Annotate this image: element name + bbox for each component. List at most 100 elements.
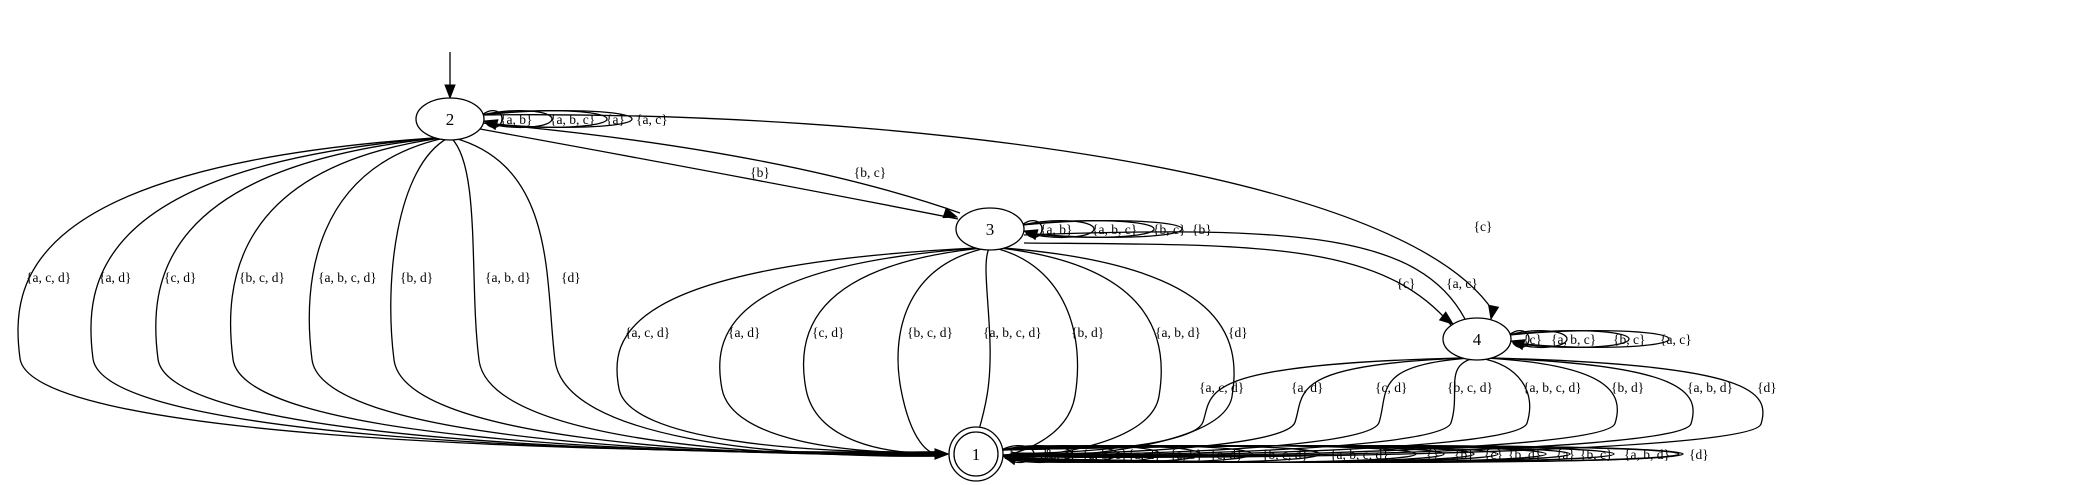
edge-2-to-1 [229,137,940,455]
state-2-label: 2 [446,110,455,129]
arrow-self-2 [482,119,499,131]
edge-4-to-1 [1012,357,1694,458]
edge-label-2-to-1: {a, d} [99,270,131,285]
edge-label-2-to-1: {b, d} [400,270,433,285]
edge-3-to-1 [994,247,1079,457]
edge-label-2-to-1: {c, d} [164,270,196,285]
edge-2-to-3 [481,122,961,214]
edge-4-to-1 [1012,357,1466,455]
self-loop-4 [1508,330,1568,349]
self-loop-label-4: {a, c} [1660,332,1692,347]
edge-label-3-to-1: {d} [1228,325,1248,340]
edge-label-3-to-1: {a, c, d} [625,325,670,340]
edge-label-3-to-4: {a, c} [1446,276,1478,291]
self-loop-label-4: {a, b, c} [1551,332,1596,347]
edge-4-to-1 [1012,357,1461,454]
self-loop-label-2: {a} [606,112,625,127]
edge-label-3-to-4: {c} [1397,276,1416,291]
self-loop-label-1: {a, b} [1170,447,1202,462]
arrow-into-4-from-2 [1488,304,1500,321]
edge-label-3-to-1: {a, d} [728,325,760,340]
edge-label-4-to-1: {a, c, d} [1199,380,1244,395]
edge-label-2-to-1: {a, c, d} [26,270,71,285]
self-loop-label-1: {a, c} [1044,447,1076,462]
edge-4-to-1 [1012,357,1618,457]
edge-label-4-to-1: {b, d} [1611,380,1644,395]
state-2-shape [415,97,485,141]
self-loop-label-1: {c, d} [1210,447,1242,462]
self-loop-label-3: {b} [1192,222,1212,237]
edge-label-4-to-1: {a, b, d} [1687,380,1733,395]
edge-2-to-1 [155,137,940,454]
self-loop-3 [1021,219,1183,239]
self-loop-label-1: {b, c, d} [1262,447,1308,462]
edge-label-4-to-1: {d} [1757,380,1777,395]
state-4-label: 4 [1473,330,1482,349]
self-loop-4 [1508,329,1670,349]
arrow-self-4 [1509,339,1526,351]
arrow-into-4-from-3 [1438,311,1455,325]
self-loop-label-1: {a, b, c, d} [1330,447,1389,462]
edge-label-3-to-1: {a, b, c, d} [983,325,1042,340]
edge-2-to-1 [390,137,940,456]
edge-3-to-1 [974,247,1014,457]
edge-label-3-to-1: {c, d} [812,325,844,340]
edge-label-4-to-1: {a, b, c, d} [1523,380,1582,395]
self-loop-2 [481,110,553,128]
edge-label-2-to-1: {a, b, d} [485,270,531,285]
self-loop-1 [1000,445,1073,463]
edge-2-to-3 [479,128,959,220]
arrow-self-1 [1001,454,1018,466]
edge-label-3-to-1: {b, c, d} [907,325,953,340]
arrow-into-1-from-4 [934,448,950,460]
self-loop-label-2: {a, b} [500,112,532,127]
self-loop-label-1: {} [1426,447,1439,462]
edge-2-to-4 [483,114,1494,312]
state-1-label: 1 [972,445,981,464]
self-loop-label-1: {d} [1689,447,1709,462]
edge-2-to-1 [308,137,940,456]
edge-3-to-1 [616,247,976,453]
state-2: 2 [415,97,485,141]
state-3: 3 [955,207,1025,251]
arrow-self-3 [1022,229,1039,241]
edge-2-to-1 [454,137,940,457]
edge-label-2-to-3: {b} [750,165,770,180]
edge-label-4-to-1: {b, c, d} [1447,380,1493,395]
edge-label-2-to-1: {d} [561,270,581,285]
self-loop-1 [1000,444,1684,464]
edge-4-to-1 [1012,357,1471,456]
edge-3-to-4 [1023,231,1466,320]
edge-3-to-1 [999,247,1162,458]
self-loop-label-1: {b, c} [1580,447,1612,462]
state-4: 4 [1442,317,1512,361]
edge-3-to-1 [1003,247,1235,458]
edge-label-2-to-1: {a, b, c, d} [318,270,377,285]
self-loop-label-4: {b, c} [1613,332,1645,347]
arrow-into-3 [942,207,959,219]
self-loop-1 [1000,444,1035,464]
edge-label-2-to-1: {b, c, d} [239,270,285,285]
self-loop-label-1: {c} [1484,447,1503,462]
self-loop-label-1: {a, d} [1128,447,1160,462]
self-loop-label-3: {a, b} [1040,222,1072,237]
edge-4-to-1 [1012,357,1531,457]
self-loop-3 [1021,219,1095,238]
edge-3-to-1 [802,247,983,454]
edge-label-2-to-4: {c} [1474,219,1493,234]
self-loop-label-3: {a, b, c} [1092,222,1137,237]
state-3-shape [955,207,1025,251]
state-1: 1 [948,426,1004,482]
edge-label-2-to-3: {b, c} [854,165,886,180]
edge-label-4-to-1: {c, d} [1375,380,1407,395]
self-loop-label-4: {c} [1523,332,1542,347]
self-loop-label-2: {a, c} [636,112,668,127]
state-1-accepting-ring [953,431,999,477]
self-loop-label-2: {a, b, c} [550,112,595,127]
self-loop-2 [481,109,633,129]
edge-4-to-1 [1012,357,1764,459]
edge-3-to-1 [719,247,980,454]
state-4-shape [1442,317,1512,361]
